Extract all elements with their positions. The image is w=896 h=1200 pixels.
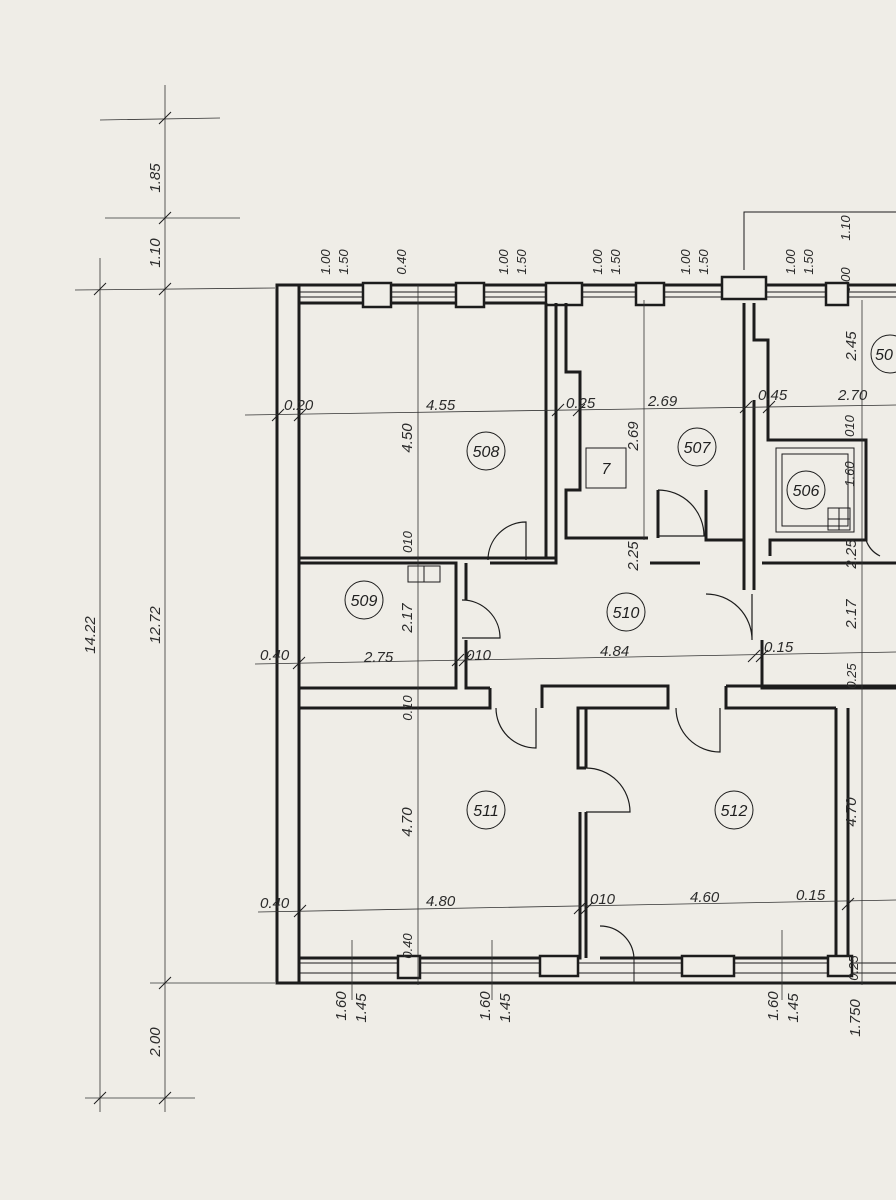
dim-1-10: 1.10 [147,238,164,268]
top-win-3: 0.40 [394,249,409,275]
svg-text:50: 50 [875,347,893,364]
dim-v-2-25-a: 2.25 [625,541,642,572]
dim-v-0-40: 0.40 [400,933,415,959]
bottom-win-7: 1.750 [847,999,864,1037]
dim-r1-0-25: 0.25 [566,395,596,412]
dim-v-0-25-b: 0.25 [846,955,861,981]
room-510: 510 [606,592,646,632]
svg-text:510: 510 [613,605,640,622]
dim-v-4-50: 4.50 [399,423,416,453]
dim-r1-0-45: 0.45 [758,387,788,404]
dim-1-85: 1.85 [147,163,164,193]
svg-text:506: 506 [793,483,820,500]
vertical-dimension-chains: 1.85 1.10 12.72 2.00 14.22 [74,85,276,1112]
dim-r3-0-40: 0.40 [260,895,290,912]
dim-v-2-25-b: 2.25 [843,539,860,570]
top-win-2: 1.50 [336,249,351,275]
bottom-win-4: 1.45 [497,993,514,1023]
bottom-win-5: 1.60 [765,991,782,1021]
room-506: 506 [786,470,826,510]
dim-v-0-25-a: 0.25 [844,663,859,689]
dim-r1-4-55: 4.55 [426,397,456,414]
dim-v-4-70-b: 4.70 [843,797,860,827]
dim-r2-010: 010 [466,647,492,664]
dim-v-010-a: 010 [842,414,857,436]
dimension-values: 0.20 4.55 0.25 2.69 0.45 2.70 0.40 2.75 … [260,331,868,1037]
top-win-6: 1.00 [590,249,605,275]
dim-v-0-10: 0.10 [400,695,415,721]
dim-v-010-b: 010 [400,530,415,552]
horizontal-dimension-lines [244,285,896,1000]
dim-v-2-17-b: 2.17 [843,599,860,630]
dim-v-2-45: 2.45 [843,331,860,362]
dim-r2-2-75: 2.75 [363,649,394,666]
walls [275,211,896,985]
svg-text:508: 508 [473,444,500,461]
dim-v-2-69: 2.69 [625,421,642,452]
dim-r1-2-70: 2.70 [837,387,868,404]
top-win-9: 1.50 [696,249,711,275]
top-win-8: 1.00 [678,249,693,275]
dim-r3-4-80: 4.80 [426,893,456,910]
dim-14-22: 14.22 [82,616,99,654]
top-win-7: 1.50 [608,249,623,275]
bottom-win-3: 1.60 [477,991,494,1021]
bottom-win-2: 1.45 [353,993,370,1023]
dim-r1-0-20: 0.20 [284,397,314,414]
dim-r2-0-40: 0.40 [260,647,290,664]
bottom-win-6: 1.45 [785,993,802,1023]
dim-12-72: 12.72 [147,606,164,644]
dim-r3-4-60: 4.60 [690,889,720,906]
dim-2-00: 2.00 [147,1027,164,1058]
room-512: 512 [714,790,754,830]
bottom-win-1: 1.60 [333,991,350,1021]
svg-text:509: 509 [351,593,378,610]
top-win-1: 1.00 [318,249,333,275]
dim-r2-0-15: 0.15 [764,639,794,656]
dim-r2-4-84: 4.84 [600,643,629,660]
svg-text:507: 507 [684,440,712,457]
room-50x: 50 [870,334,896,374]
svg-text:512: 512 [721,803,748,820]
top-win-10: 1.00 [783,249,798,275]
dim-v-2-17-a: 2.17 [399,603,416,634]
room-507: 507 [677,427,717,467]
dim-r3-0-15: 0.15 [796,887,826,904]
dim-v-4-70-a: 4.70 [399,807,416,837]
dim-r3-010: 010 [590,891,616,908]
room-511: 511 [466,790,506,830]
room-509: 509 [344,580,384,620]
top-window-labels: 1.00 1.50 0.40 1.00 1.50 1.00 1.50 1.00 … [318,215,853,293]
dim-r1-2-69: 2.69 [647,393,678,410]
room-508: 508 [466,431,506,471]
top-win-13: 1.10 [838,215,853,241]
dim-v-1-60: 1.60 [842,461,857,487]
top-win-11: 1.50 [801,249,816,275]
svg-text:511: 511 [473,803,499,820]
top-win-4: 1.00 [496,249,511,275]
top-win-5: 1.50 [514,249,529,275]
doors [461,489,881,959]
stair-mark: 7 [602,461,612,478]
room-labels: 508 507 506 50 509 510 511 512 [344,334,896,830]
